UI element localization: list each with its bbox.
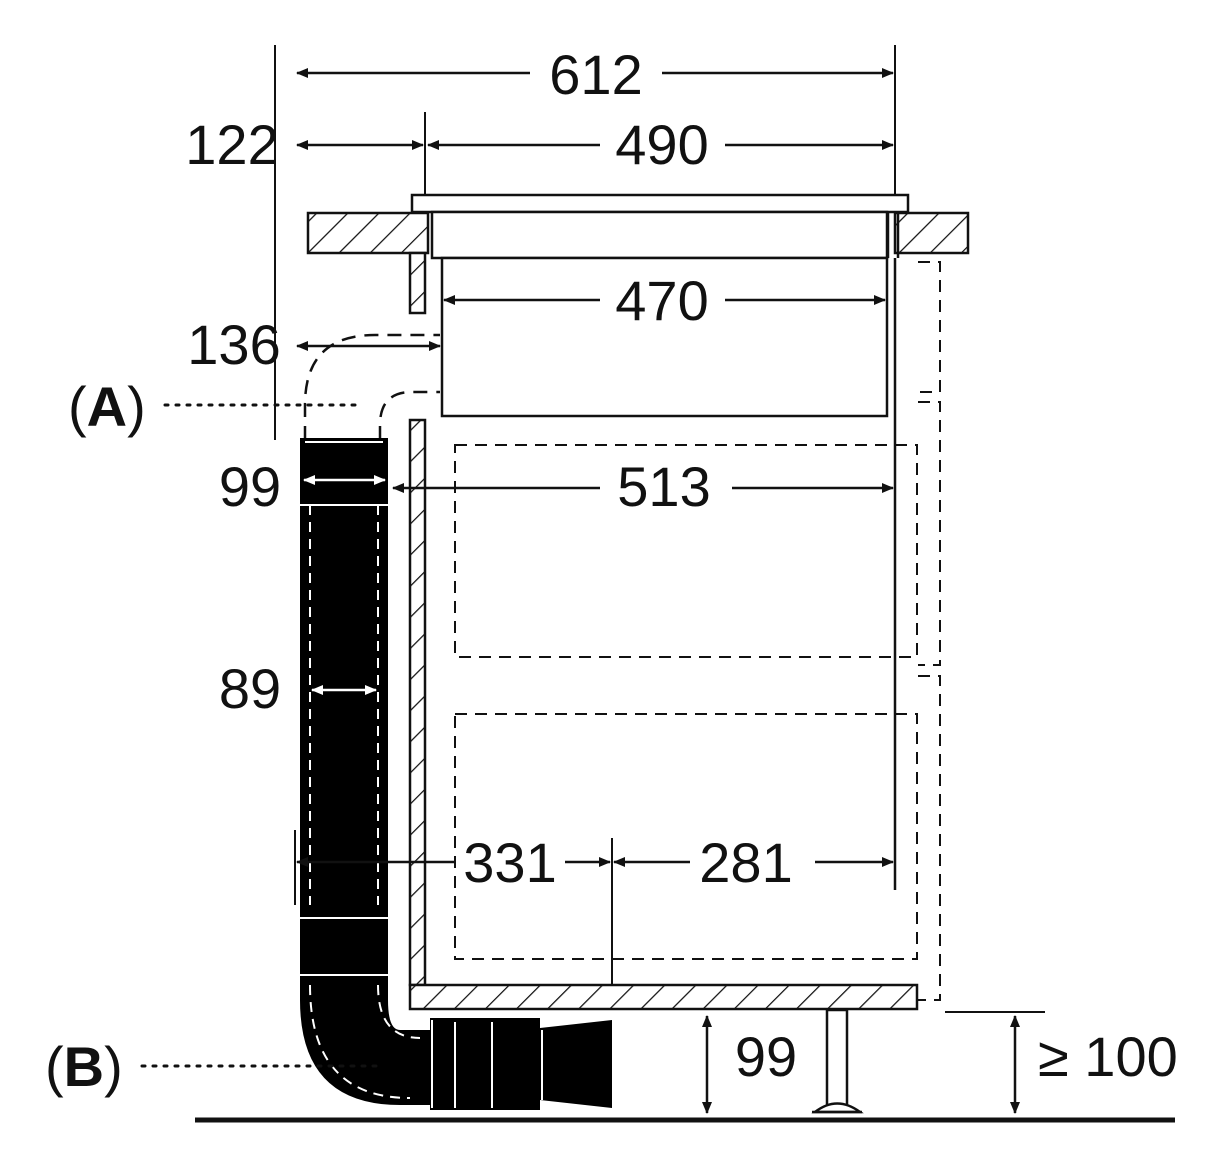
hob-unit-body xyxy=(440,256,889,418)
label-b-open: ( xyxy=(45,1035,64,1098)
dim-overall-width: 612 xyxy=(549,43,642,106)
label-a: (A) xyxy=(68,375,146,438)
duct-path-dashed xyxy=(303,333,440,440)
label-a-letter: A xyxy=(87,375,127,438)
dim-left-offset: 122 xyxy=(185,113,278,176)
plinth-foot xyxy=(811,1008,864,1114)
dim-cabinet-depth: 513 xyxy=(617,455,710,518)
dim-bottom-left: 331 xyxy=(463,831,556,894)
duct-assembly xyxy=(300,438,612,1110)
dim-duct-outer: 99 xyxy=(219,455,281,518)
dim-duct-inner: 89 xyxy=(219,657,281,720)
dim-duct-offset: 136 xyxy=(187,313,280,376)
dim-unit-width: 470 xyxy=(615,269,708,332)
label-b-close: ) xyxy=(104,1035,123,1098)
dimension-lines xyxy=(296,68,1020,1114)
drawers xyxy=(454,444,918,960)
cabinet-door-outline xyxy=(918,261,941,1001)
dimension-lines-white xyxy=(303,475,386,695)
dim-min-clearance: ≥ 100 xyxy=(1038,1025,1178,1088)
dim-plinth-height: 99 xyxy=(735,1025,797,1088)
label-a-open: ( xyxy=(68,375,87,438)
dim-bottom-right: 281 xyxy=(699,831,792,894)
hob xyxy=(410,193,910,260)
cabinet-side-panel xyxy=(408,251,427,987)
worktop xyxy=(306,211,970,255)
cabinet-bottom xyxy=(408,983,919,1011)
label-a-close: ) xyxy=(127,375,146,438)
label-leaders xyxy=(140,403,382,1068)
dim-hob-width: 490 xyxy=(615,113,708,176)
label-b-letter: B xyxy=(64,1035,104,1098)
label-b: (B) xyxy=(45,1035,123,1098)
extension-lines xyxy=(274,45,1045,1013)
